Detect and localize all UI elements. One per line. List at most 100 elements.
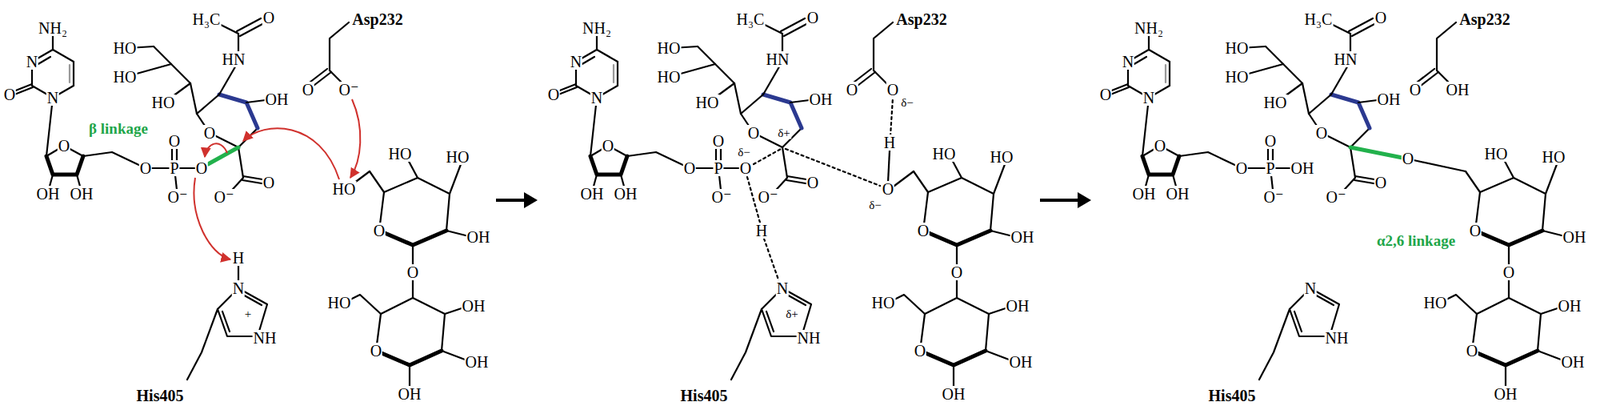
atom-label: O [262,174,276,191]
bond-line [753,148,781,164]
linkage-label: β linkage [88,120,149,136]
atom-label: NH [1324,329,1350,346]
atom-label: OH [1165,185,1191,202]
atom-label: OH [1557,297,1583,314]
atom-label: H [755,222,768,239]
atom-label: O [203,124,216,141]
atom-label: OH [461,297,487,314]
atom-label: HO [151,94,176,111]
charge-label: δ− [736,146,752,159]
atom-label: HO [932,145,957,162]
atom-label: NH [796,329,822,346]
atom-label: HO [112,40,138,56]
atom-label: HO [332,180,357,197]
atom-label: O [547,86,560,103]
atom-label: O [1465,342,1479,359]
atom-label: H₃C [192,11,222,28]
bond-line [208,147,239,164]
atom-label: HN [765,51,791,68]
neu5ac-structure [128,18,272,197]
charge-label: δ− [868,199,883,212]
atom-label: O⁻ [1263,188,1285,205]
bond-line [1413,160,1466,172]
galactose-structure [344,155,472,392]
atom-label: O [406,264,420,280]
atom-label: O⁻ [1325,188,1348,205]
bond-line [496,198,527,202]
atom-label: OH [1562,228,1588,245]
linkage-label: α2,6 linkage [1376,232,1456,248]
cmp-structure [9,30,202,197]
atom-label: N [569,53,583,70]
neu5ac-structure [1240,18,1384,197]
galactose-structure [1440,155,1568,392]
residue-label: Asp232 [351,11,404,28]
atom-label: O [950,264,964,280]
cmp-structure [553,30,746,197]
atom-label: O [712,132,725,149]
aspartate-structure [850,22,893,88]
product-bonds [1350,147,1466,172]
atom-label: HO [1263,94,1288,111]
atom-label: O [195,160,208,176]
atom-label: HN [221,51,247,68]
atom-label: O [1264,132,1277,149]
atom-label: OH [464,353,490,370]
galactose-structure [888,155,1016,392]
atom-label: O [262,9,276,26]
atom-label: OH [808,91,834,108]
residue-label: Asp232 [1458,11,1511,28]
atom-label: HO [1423,294,1448,311]
atom-label: O [881,180,895,197]
bond-line [764,238,780,282]
atom-label: HO [388,145,413,162]
atom-label: NH [252,329,278,346]
atom-label: O [372,222,386,239]
atom-label: O [139,160,152,176]
atom-label: NH₂ [1133,20,1164,36]
atom-label: NH₂ [581,20,612,36]
atom-label: O [57,137,71,154]
residue-label: His405 [680,387,729,404]
atom-label: HO [112,68,138,85]
atom-label: O [886,81,900,98]
atom-label: N [1304,280,1317,296]
atom-label: OH [580,185,605,202]
atom-label: O [739,160,752,176]
bond-line [785,148,880,186]
atom-label: O [913,342,927,359]
residue-label: His405 [136,387,185,404]
atom-label: N [46,89,60,106]
cmp-structure [1105,30,1298,197]
atom-label: OH [613,185,639,202]
atom-label: N [1121,53,1135,70]
bond-line [524,192,538,208]
atom-label: OH [1008,353,1034,370]
atom-label: OH [941,385,967,402]
atom-label: P [712,160,724,176]
atom-label: O⁻ [338,81,360,98]
atom-label: OH [264,91,290,108]
atom-label: O⁻ [167,188,189,205]
atom-label: N [590,89,604,106]
atom-label: OH [1445,81,1471,98]
atom-label: NH₂ [37,20,68,36]
atom-label: OH [1493,385,1519,402]
atom-label: O [916,222,930,239]
atom-label: OH [1560,353,1586,370]
electron-arrows [194,99,361,260]
bond-line [888,150,890,183]
transition-bonds [747,97,914,282]
atom-label: N [232,280,245,296]
atom-label: O [1401,150,1415,167]
atom-label: HO [445,148,471,165]
bond-line [890,97,893,136]
atom-label: O [301,81,315,98]
atom-label: O⁻ [711,188,733,205]
atom-label: O [1374,9,1388,26]
atom-label: O [683,160,696,176]
atom-label: O [806,174,820,191]
atom-label: HO [656,40,682,56]
atom-label: OH [69,185,95,202]
